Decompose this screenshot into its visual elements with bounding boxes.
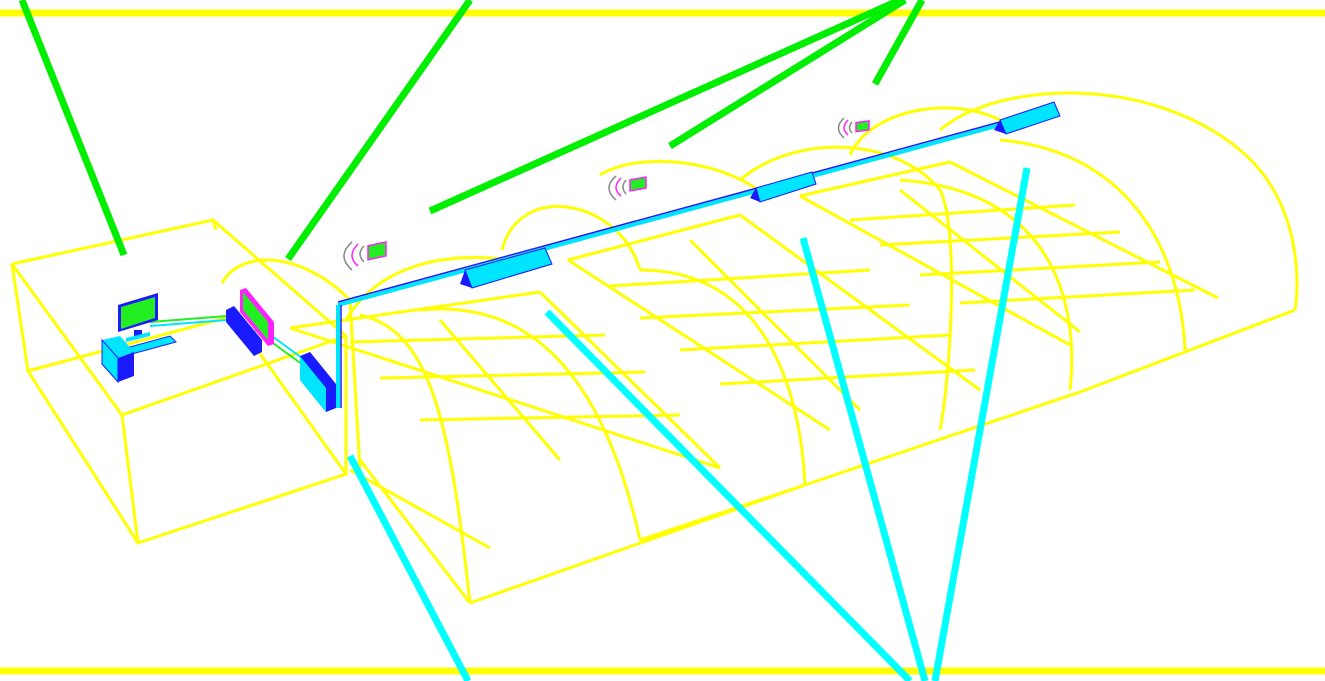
- grow-light-icon: [750, 172, 816, 202]
- callout-node-1: [430, 0, 900, 211]
- frame-bars: [0, 13, 1325, 671]
- computer-monitor-icon: [118, 293, 158, 342]
- wireless-sensor-node-icon: [344, 242, 386, 270]
- control-room-box: [12, 220, 346, 543]
- grow-light-icon: [460, 248, 552, 288]
- light-unit-2: [750, 172, 816, 202]
- wireless-node-2: [609, 176, 646, 200]
- callout-gateway: [288, 0, 470, 259]
- callout-power-unit: [350, 456, 468, 681]
- callout-control-room: [22, 0, 124, 255]
- callout-light-1: [547, 312, 910, 681]
- callouts-lower: [350, 168, 1027, 681]
- power-box-icon: [300, 352, 336, 412]
- callouts-upper: [22, 0, 922, 259]
- router-icon: [226, 288, 274, 356]
- callout-light-3: [935, 168, 1027, 681]
- wireless-sensor-node-icon: [609, 176, 646, 200]
- light-unit-1: [460, 248, 552, 288]
- greenhouse-2: [568, 147, 1080, 540]
- grow-light-icon: [994, 102, 1060, 134]
- light-unit-3: [994, 102, 1060, 134]
- greenhouse-3: [800, 93, 1297, 392]
- cable-run: [150, 107, 1055, 408]
- wireless-node-1: [344, 242, 386, 270]
